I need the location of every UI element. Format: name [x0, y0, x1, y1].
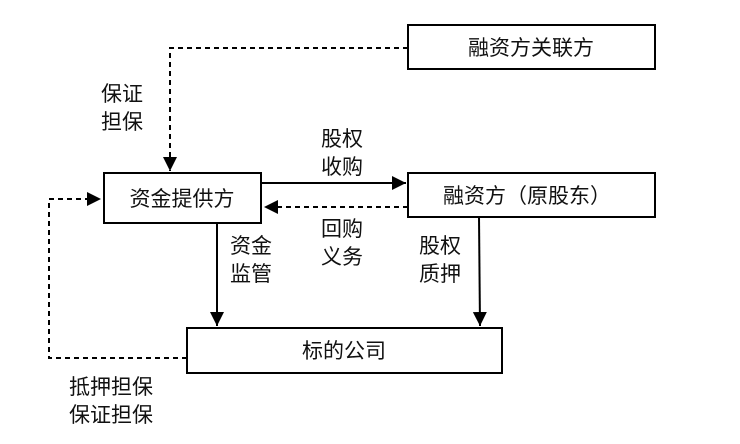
edge-label: 担保 — [101, 110, 143, 134]
node-label: 标的公司 — [302, 339, 386, 363]
node-label: 资金提供方 — [130, 187, 235, 211]
edge-label: 质押 — [419, 262, 461, 286]
node-label: 融资方关联方 — [468, 36, 594, 60]
node-financing-party: 融资方（原股东） — [407, 172, 656, 218]
node-target-company: 标的公司 — [186, 327, 503, 374]
node-related-party: 融资方关联方 — [407, 24, 656, 70]
guarantee-edge — [163, 47, 408, 171]
equity-pledge-edge — [472, 216, 487, 327]
edge-label: 股权 — [321, 127, 363, 151]
node-fund-provider: 资金提供方 — [103, 172, 262, 224]
node-label: 融资方（原股东） — [443, 184, 611, 208]
edge-label: 抵押担保 — [69, 375, 153, 399]
edge-label: 义务 — [321, 245, 363, 269]
edge-label: 保证担保 — [69, 403, 153, 427]
edge-label: 保证 — [101, 82, 143, 106]
edge-label: 收购 — [321, 155, 363, 179]
mortgage-guarantee-edge — [48, 192, 187, 359]
edge-label: 资金 — [230, 234, 272, 258]
edge-label: 监管 — [230, 262, 272, 286]
edge-label: 回购 — [321, 217, 363, 241]
edge-label: 股权 — [419, 234, 461, 258]
